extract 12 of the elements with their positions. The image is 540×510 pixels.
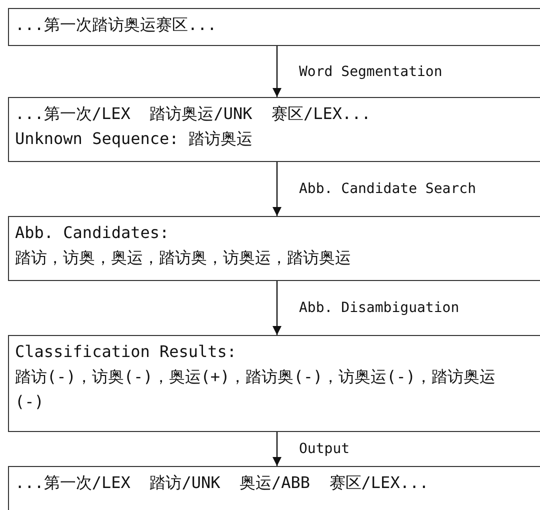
edge-label: Output xyxy=(299,440,350,458)
arrow xyxy=(272,162,282,216)
arrow xyxy=(272,46,282,97)
segmentation-box: ...第一次/LEX 踏访奥运/UNK 赛区/LEX... Unknown Sequence: 踏访奥运 xyxy=(8,97,540,162)
classification-box: Classification Results: 踏访(-)，访奥(-)，奥运(+)，踏访奥(-)，访奥运(-)，踏访奥运(-) xyxy=(8,335,540,432)
source-text-box: ...第一次踏访奥运赛区... xyxy=(8,8,540,46)
output-box: ...第一次/LEX 踏访/UNK 奥运/ABB 赛区/LEX... xyxy=(8,466,540,510)
edge-label: Abb. Disambiguation xyxy=(299,299,460,317)
arrow xyxy=(272,281,282,335)
arrow xyxy=(272,432,282,466)
edge-label: Word Segmentation xyxy=(299,62,442,80)
candidates-box: Abb. Candidates: 踏访，访奥，奥运，踏访奥，访奥运，踏访奥运 xyxy=(8,216,540,281)
